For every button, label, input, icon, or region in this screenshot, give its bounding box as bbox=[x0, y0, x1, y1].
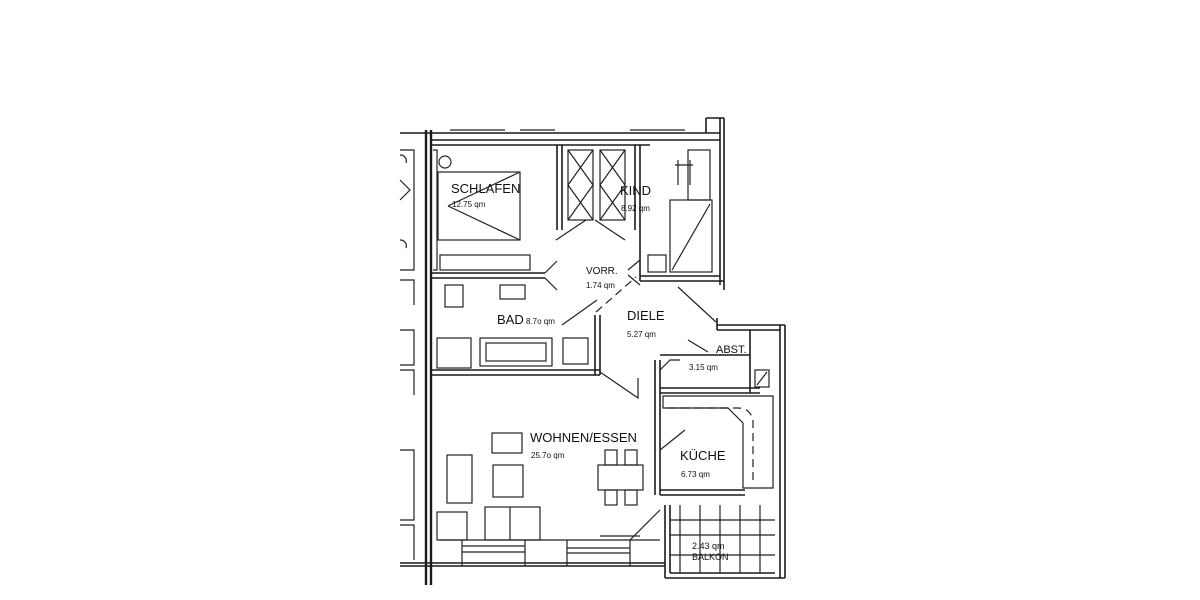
room-name-kind: KIND bbox=[620, 183, 651, 198]
room-area-bad: 8.7o qm bbox=[526, 317, 555, 326]
room-name-schlafen: SCHLAFEN bbox=[451, 181, 520, 196]
room-name-diele: DIELE bbox=[627, 308, 665, 323]
room-area-kueche: 6.73 qm bbox=[681, 470, 710, 479]
left-edge-marks bbox=[399, 149, 438, 560]
room-labels: SCHLAFEN 12.75 qm KIND 8.92 qm VORR. 1.7… bbox=[451, 181, 747, 562]
room-area-kind: 8.92 qm bbox=[621, 204, 650, 213]
room-name-abst: ABST. bbox=[716, 344, 747, 356]
room-name-bad: BAD bbox=[497, 312, 524, 327]
furniture bbox=[436, 149, 775, 573]
room-area-wohnen: 25.7o qm bbox=[531, 451, 565, 460]
interior-walls bbox=[431, 145, 760, 496]
doors bbox=[544, 219, 717, 541]
room-area-schlafen: 12.75 qm bbox=[452, 200, 486, 209]
room-name-kueche: KÜCHE bbox=[680, 448, 726, 463]
room-area-balkon: 2.43 qm bbox=[692, 541, 725, 551]
windows bbox=[440, 129, 685, 566]
room-name-vorr: VORR. bbox=[586, 266, 618, 277]
room-name-balkon: BALKON bbox=[692, 552, 729, 562]
room-name-wohnen: WOHNEN/ESSEN bbox=[530, 430, 637, 445]
room-area-vorr: 1.74 qm bbox=[586, 281, 615, 290]
exterior-walls bbox=[400, 117, 786, 585]
room-area-abst: 3.15 qm bbox=[689, 363, 718, 372]
room-area-diele: 5.27 qm bbox=[627, 330, 656, 339]
